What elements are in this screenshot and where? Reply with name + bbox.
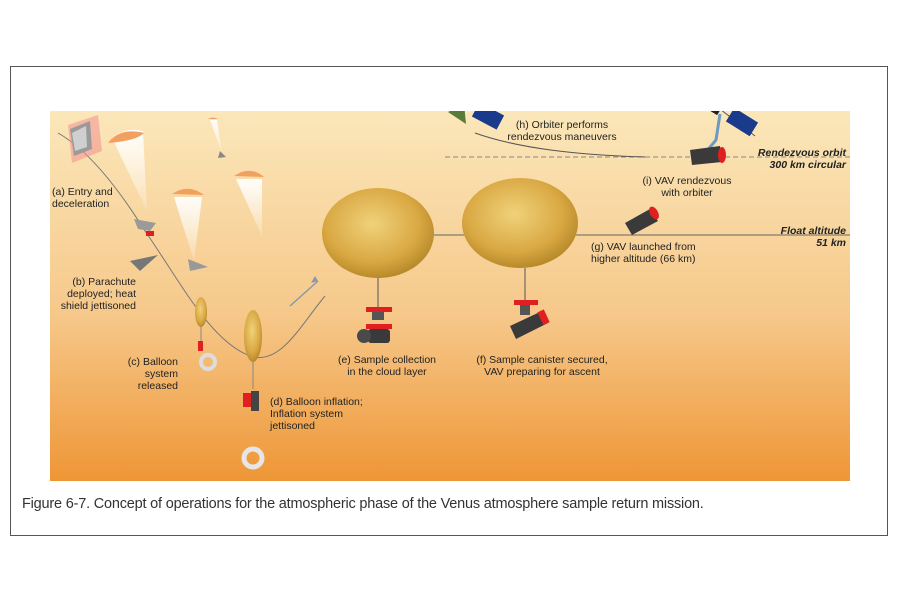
orbiter-maneuver-path [474,132,646,158]
balloon-canister-secured [462,178,578,339]
label-float-altitude: Float altitude 51 km [780,225,846,249]
label-vav-launch: (g) VAV launched from higher altitude (6… [591,241,696,265]
drifting-parachute [234,170,264,236]
released-balloon-system [195,297,217,371]
vav-launched [625,206,659,235]
orbiter-satellite [448,111,505,130]
label-inflation: (d) Balloon inflation; Inflation system … [270,396,363,432]
docking-orbiter [690,111,759,165]
small-parachute [208,117,226,158]
entry-capsule [68,115,102,163]
concept-of-operations-diagram [50,111,850,481]
balloon-sample-collection [322,188,434,343]
ascent-arrow [289,280,319,307]
label-vav-rendezvous: (i) VAV rendezvous with orbiter [642,175,732,199]
inflating-balloon [241,310,265,470]
label-parachute: (b) Parachute deployed; heat shield jett… [60,276,136,312]
label-sample-collection: (e) Sample collection in the cloud layer [337,354,437,378]
descent-trajectory [57,132,326,359]
label-entry: (a) Entry and deceleration [52,186,113,210]
parachute-capsule [108,129,158,271]
label-orbiter-rendezvous: (h) Orbiter performs rendezvous maneuver… [507,119,617,143]
figure-caption: Figure 6-7. Concept of operations for th… [22,496,704,512]
label-rendezvous-orbit: Rendezvous orbit 300 km circular [757,147,846,171]
venus-atmosphere-background [50,111,850,481]
label-canister-secured: (f) Sample canister secured, VAV prepari… [476,354,608,378]
balloon-deploy-parachute [172,188,208,271]
ascent-arrow-head [311,276,318,283]
label-balloon-release: (c) Balloon system released [127,356,178,392]
